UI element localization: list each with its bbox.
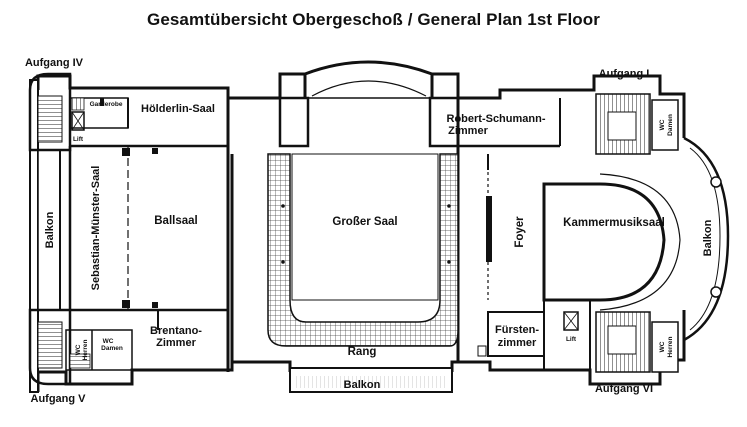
rang-seating — [267, 153, 459, 347]
room-fuersten-line2: zimmer — [498, 337, 537, 349]
wc-herren-left-1: WC — [75, 344, 82, 355]
wc-damen-right-2: Damen — [667, 114, 674, 136]
grosser-saal-floor — [291, 153, 439, 301]
room-foyer: Foyer — [514, 216, 526, 248]
wc-damen-left-2: Damen — [101, 345, 123, 352]
lift-right-box — [563, 311, 579, 331]
room-schumann-line2: Zimmer — [448, 125, 488, 137]
wc-right-top — [651, 99, 679, 151]
kammermusiksaal-room — [542, 182, 666, 302]
stair-label-aufgang-iv: Aufgang IV — [25, 57, 84, 69]
room-rang: Rang — [348, 346, 377, 358]
room-grosser-saal: Großer Saal — [332, 216, 397, 228]
wc-damen-left-1: WC — [103, 338, 114, 345]
room-lift-left: Lift — [73, 136, 84, 143]
room-brentano-line2: Zimmer — [156, 337, 196, 349]
stair-label-aufgang-v: Aufgang V — [31, 393, 87, 405]
room-fuersten-line1: Fürsten- — [495, 324, 539, 336]
lift-left-box — [71, 111, 85, 131]
room-balkon-left: Balkon — [44, 211, 56, 248]
room-kammermusiksaal: Kammermusiksaal — [563, 217, 665, 229]
wc-herren-right-2: Herren — [667, 337, 674, 358]
wc-herren-right-1: WC — [659, 341, 666, 352]
room-balkon-bottom: Balkon — [344, 379, 381, 391]
tower-aufgang-v — [28, 308, 72, 386]
stair-label-aufgang-i: Aufgang I — [599, 68, 650, 80]
wc-herren-left-2: Herren — [82, 340, 89, 361]
wc-right-bottom — [651, 321, 679, 373]
stage-dome — [303, 60, 434, 98]
stair-label-aufgang-vi: Aufgang VI — [595, 383, 653, 395]
room-schumann-line1: Robert-Schumann- — [447, 113, 546, 125]
room-ballsaal: Ballsaal — [154, 215, 197, 227]
right-balcony — [683, 136, 730, 342]
wc-left-block — [65, 329, 133, 371]
room-brentano-line1: Brentano- — [150, 325, 202, 337]
room-lift-right: Lift — [566, 336, 577, 343]
room-hoelderlin-saal: Hölderlin-Saal — [141, 103, 215, 115]
wc-damen-right-1: WC — [659, 119, 666, 130]
room-garderobe: Garderobe — [90, 101, 123, 108]
plan-title: Gesamtübersicht Obergeschoß / General Pl… — [147, 10, 600, 29]
room-sebastian-muenster-saal: Sebastian-Münster-Saal — [90, 166, 102, 291]
room-balkon-right: Balkon — [702, 219, 714, 256]
